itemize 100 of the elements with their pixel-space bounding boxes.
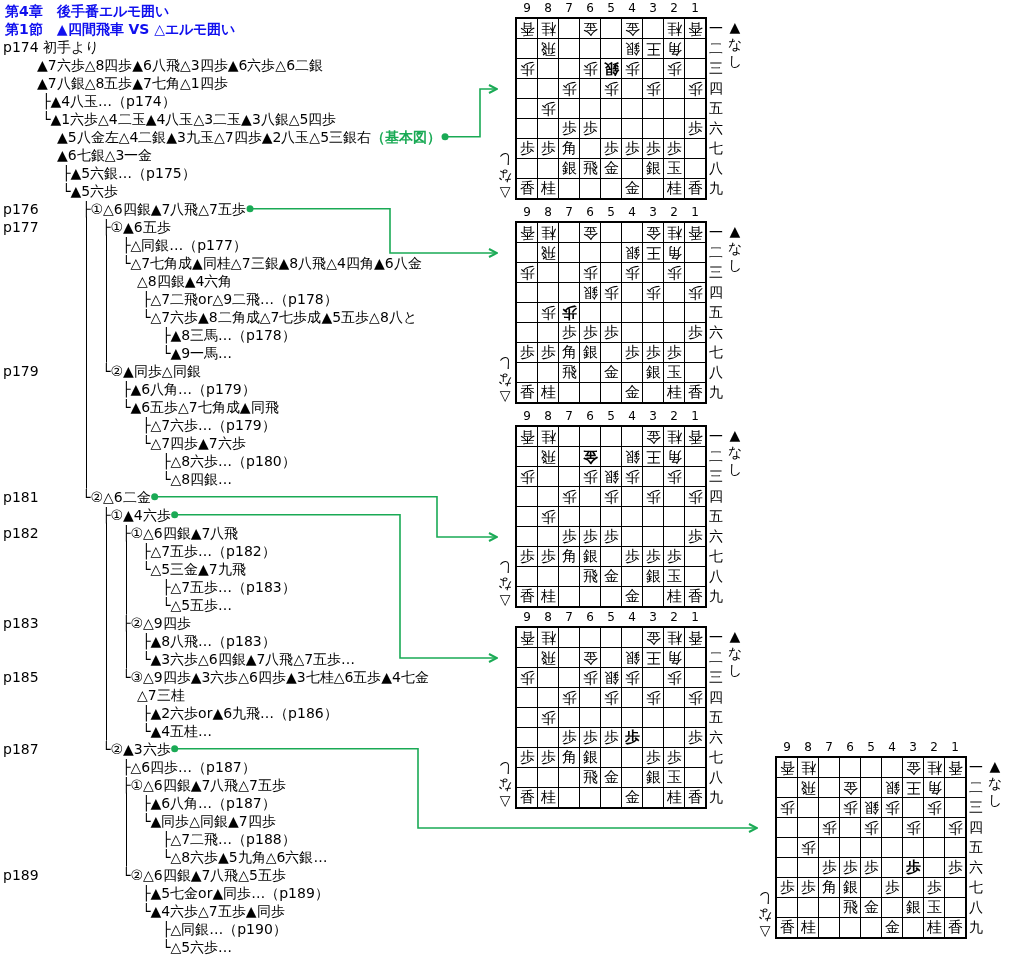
connector-arrow	[171, 745, 758, 833]
shogi-piece: 香	[778, 918, 796, 937]
row-number: 七	[968, 878, 984, 897]
shogi-piece: 銀	[623, 447, 641, 466]
shogi-piece: 銀	[904, 898, 922, 917]
shogi-piece: 桂	[799, 918, 817, 937]
shogi-piece: 飛	[581, 567, 599, 586]
shogi-piece: 歩	[602, 487, 620, 506]
hand-pieces-label: ▲なし	[727, 628, 743, 679]
shogi-piece: 銀	[581, 547, 599, 566]
section-heading: 第1節 ▲四間飛車 VS △エルモ囲い	[5, 19, 235, 38]
row-number: 二	[968, 778, 984, 797]
shogi-piece: 歩	[560, 527, 578, 546]
shogi-piece: 桂	[665, 788, 683, 807]
shogi-piece: 歩	[560, 487, 578, 506]
move-sequence: ├▲5七金or▲同歩…（p189）	[142, 883, 329, 902]
shogi-piece: 金	[644, 628, 662, 647]
shogi-piece: 角	[820, 878, 838, 897]
shogi-piece: 香	[518, 587, 536, 606]
shogi-piece: 歩	[883, 798, 901, 817]
hand-pieces-label: ▲なし	[727, 427, 743, 478]
shogi-piece: 飛	[581, 768, 599, 787]
move-sequence: ├①△6四銀▲7八飛△7五歩	[82, 199, 246, 218]
column-number: 5	[606, 609, 616, 625]
shogi-piece: 桂	[539, 19, 557, 38]
hand-pieces-label: ▲なし	[727, 19, 743, 70]
shogi-piece: 歩	[799, 878, 817, 897]
column-number: 7	[564, 0, 574, 16]
shogi-piece: 銀	[644, 159, 662, 178]
connector-arrow	[441, 84, 498, 141]
column-number: 2	[669, 0, 679, 16]
shogi-piece: 歩	[539, 547, 557, 566]
shogi-piece: 桂	[665, 179, 683, 198]
shogi-piece: 金	[644, 427, 662, 446]
move-sequence: ├①▲4六歩	[102, 505, 171, 524]
row-number: 五	[708, 303, 724, 322]
shogi-piece: 桂	[665, 19, 683, 38]
shogi-piece: 歩	[518, 748, 536, 767]
hand-pieces-label: △なし	[757, 890, 773, 941]
shogi-piece: 歩	[665, 748, 683, 767]
row-number: 八	[708, 567, 724, 586]
page-number: p177	[3, 217, 39, 236]
hand-pieces-label: ▲なし	[987, 758, 1003, 809]
row-number: 六	[708, 728, 724, 747]
move-sequence: ├△同銀…（p177）	[122, 235, 247, 254]
shogi-piece: 歩	[539, 343, 557, 362]
move-sequence: └△7六歩▲8二角成△7七歩成▲5五歩△8八と	[142, 307, 417, 326]
shogi-piece: 歩	[602, 79, 620, 98]
shogi-piece: 銀	[602, 59, 620, 78]
column-number: 1	[690, 204, 700, 220]
move-sequence: └②△6二金	[82, 487, 151, 506]
move-sequence: ├△7五歩…（p182）	[142, 541, 276, 560]
page-number: p181	[3, 487, 39, 506]
column-number: 9	[522, 408, 532, 424]
shogi-piece: 歩	[665, 343, 683, 362]
shogi-piece: 歩	[581, 59, 599, 78]
column-number: 6	[585, 0, 595, 16]
shogi-piece: 王	[904, 778, 922, 797]
shogi-piece: 桂	[665, 223, 683, 242]
row-number: 三	[968, 798, 984, 817]
shogi-piece: 歩	[820, 858, 838, 877]
row-number: 二	[708, 447, 724, 466]
shogi-piece: 歩	[539, 708, 557, 727]
shogi-piece: 銀	[623, 39, 641, 58]
move-sequence: └▲3六歩△6四銀▲7八飛△7五歩…	[142, 649, 356, 668]
shogi-piece: 飛	[581, 159, 599, 178]
column-number: 5	[866, 739, 876, 755]
shogi-piece: 金	[883, 918, 901, 937]
shogi-piece: 銀	[644, 567, 662, 586]
move-sequence: ├△同銀…（p190）	[162, 919, 287, 938]
move-sequence: ├▲8八飛…（p183）	[142, 631, 276, 650]
move-sequence: ├②△9四歩	[122, 613, 191, 632]
shogi-piece: 金	[644, 223, 662, 242]
row-number: 九	[708, 383, 724, 402]
shogi-piece: 歩	[686, 79, 704, 98]
column-number: 7	[564, 609, 574, 625]
row-number: 八	[708, 159, 724, 178]
connector-arrow	[151, 493, 498, 542]
tree-line	[86, 216, 87, 490]
shogi-piece: 歩	[946, 818, 964, 837]
column-number: 4	[627, 408, 637, 424]
move-sequence: ├▲6八角…（p187）	[142, 793, 276, 812]
shogi-piece: 歩	[778, 798, 796, 817]
shogi-piece: 金	[623, 788, 641, 807]
shogi-piece: 歩	[686, 728, 704, 747]
shogi-piece: 歩	[623, 547, 641, 566]
column-number: 4	[887, 739, 897, 755]
move-sequence: └△8四銀…	[162, 469, 233, 488]
shogi-piece: 歩	[560, 323, 578, 342]
shogi-piece: 銀	[581, 748, 599, 767]
move-sequence: ├①△6四銀▲7八飛△7五歩	[122, 775, 286, 794]
row-number: 四	[968, 818, 984, 837]
shogi-piece: 銀	[862, 798, 880, 817]
row-number: 四	[708, 283, 724, 302]
shogi-piece: 歩	[518, 139, 536, 158]
move-sequence: ├△7二飛…（p188）	[162, 829, 296, 848]
shogi-piece: 金	[904, 758, 922, 777]
shogi-piece: 桂	[665, 587, 683, 606]
shogi-piece: 歩	[862, 858, 880, 877]
row-number: 一	[968, 758, 984, 777]
